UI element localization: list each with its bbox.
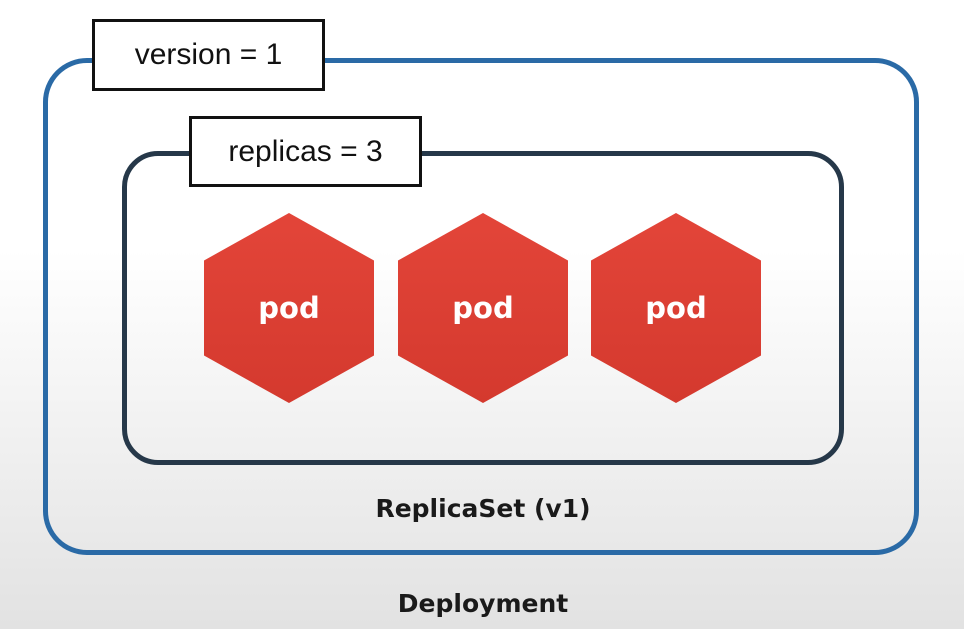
- pod-hexagon: pod: [398, 213, 568, 403]
- hexagon-shape: [398, 213, 568, 403]
- hexagon-shape: [204, 213, 374, 403]
- pod-label: pod: [645, 291, 707, 325]
- version-label: version = 1: [92, 19, 325, 91]
- deployment-container: [43, 58, 919, 555]
- pod-hexagon: pod: [591, 213, 761, 403]
- replicaset-caption: ReplicaSet (v1): [375, 494, 591, 523]
- pod-hexagon: pod: [204, 213, 374, 403]
- pod-label: pod: [258, 291, 320, 325]
- hexagon-shape: [591, 213, 761, 403]
- pod-label: pod: [452, 291, 514, 325]
- deployment-caption: Deployment: [397, 589, 569, 618]
- replicaset-container: [122, 151, 844, 465]
- replicas-label: replicas = 3: [189, 116, 422, 187]
